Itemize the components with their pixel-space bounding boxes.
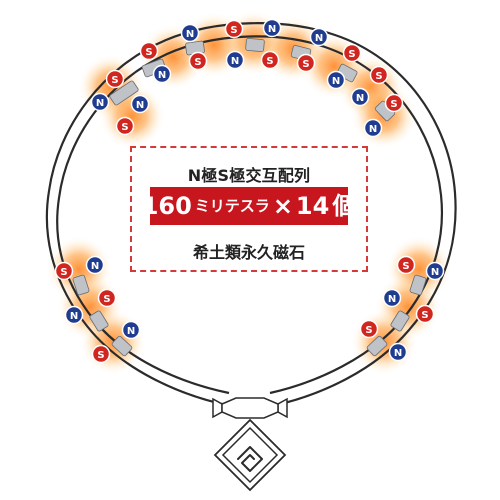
spec-callout-box: N極S極交互配列 160 ミリテスラ × 14 個 希土類永久磁石 [130,146,368,272]
magnet-pole-27: S [396,255,416,275]
pendant-diamond-inner [221,426,279,484]
magnet-pole-9: S [224,19,244,39]
svg-text:S: S [97,350,104,361]
necklace-segment-13 [366,335,388,357]
svg-text:S: S [375,71,382,82]
svg-text:N: N [431,267,439,278]
svg-text:S: S [230,25,237,36]
magnet-pole-12: S [260,50,280,70]
magnet-pole-30: S [415,304,435,324]
necklace-segment-4 [245,38,265,52]
svg-text:S: S [111,75,118,86]
svg-text:N: N [388,294,396,305]
magnet-pole-28: N [425,261,445,281]
svg-text:N: N [136,100,144,111]
svg-text:S: S [266,56,273,67]
svg-text:S: S [421,310,428,321]
svg-text:N: N [315,33,323,44]
magnet-pole-25: S [91,344,111,364]
magnet-strength-banner: 160 ミリテスラ × 14 個 [142,187,356,225]
magnet-strength-unit: ミリテスラ [194,196,270,215]
svg-text:N: N [70,311,78,322]
pendant-clasp-group [212,397,288,492]
magnet-pole-15: S [342,43,362,63]
svg-text:S: S [365,325,372,336]
svg-text:N: N [268,24,276,35]
magnet-pole-6: N [152,64,172,84]
necklace-cord-outer [56,35,443,395]
svg-text:N: N [231,56,239,67]
magnet-pole-16: N [326,70,346,90]
svg-text:N: N [91,261,99,272]
pendant-center-connector [221,397,279,419]
magnet-pole-24: S [97,288,117,308]
svg-text:S: S [402,261,409,272]
magnet-pole-21: S [54,261,74,281]
svg-text:N: N [96,98,104,109]
svg-text:N: N [332,76,340,87]
magnet-pole-4: S [115,116,135,136]
svg-text:N: N [356,93,364,104]
necklace-segment-1 [109,80,139,106]
magnet-pole-8: S [188,51,208,71]
svg-text:N: N [127,326,135,337]
magnet-pole-13: N [309,27,329,47]
svg-text:S: S [390,99,397,110]
svg-text:N: N [186,29,194,40]
magnet-pole-17: S [369,65,389,85]
magnet-pole-20: N [363,118,383,138]
magnet-pole-7: N [180,23,200,43]
magnet-material-label: 希土類永久磁石 [192,243,305,262]
svg-text:S: S [348,49,355,60]
magnet-pole-14: S [296,53,316,73]
magnet-pole-31: S [359,319,379,339]
magnet-strength-value: 160 [141,192,192,220]
magnet-pole-29: N [382,288,402,308]
svg-text:N: N [369,124,377,135]
magnet-pole-22: N [85,255,105,275]
necklace-segment-11 [409,274,427,296]
svg-text:S: S [145,47,152,58]
magnet-pole-5: S [139,41,159,61]
multiplication-sign: × [272,192,293,220]
necklace-segments [72,38,427,357]
svg-text:S: S [302,59,309,70]
magnet-pole-19: S [384,93,404,113]
svg-text:S: S [103,294,110,305]
pendant-left-link [212,397,223,419]
magnet-pole-2: N [90,92,110,112]
magnet-pole-10: N [225,50,245,70]
magnet-pole-11: N [262,18,282,38]
necklace-segment-10 [111,335,133,357]
magnet-pole-3: N [130,94,150,114]
magnet-count-value: 14 [295,192,330,220]
pole-arrangement-headline: N極S極交互配列 [187,166,311,185]
magnet-pole-18: N [350,87,370,107]
svg-text:N: N [158,70,166,81]
pendant-right-link [277,397,288,419]
necklace-segment-9 [89,310,109,332]
svg-text:S: S [121,122,128,133]
necklace-segment-12 [390,310,410,332]
svg-text:S: S [60,267,67,278]
pendant-logo-mark [237,446,263,472]
necklace-segment-8 [72,274,90,296]
magnet-pole-32: N [388,342,408,362]
magnet-pole-23: N [64,305,84,325]
svg-text:S: S [194,57,201,68]
magnet-pole-1: S [105,69,125,89]
svg-text:N: N [394,348,402,359]
magnet-count-unit: 個 [332,192,357,220]
magnet-pole-26: N [121,320,141,340]
